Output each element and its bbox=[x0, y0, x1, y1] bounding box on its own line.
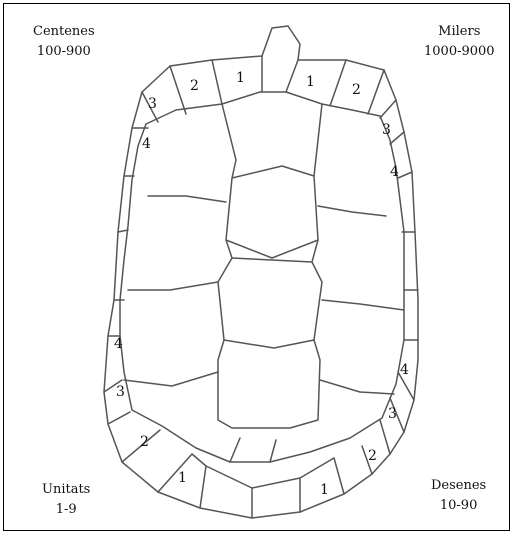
posterior-marginal-band bbox=[192, 454, 334, 488]
desenes-number-4: 4 bbox=[400, 362, 409, 378]
centenes-number-4: 4 bbox=[142, 136, 151, 152]
costal-dividers-right bbox=[318, 206, 404, 394]
nuchal-scute bbox=[262, 56, 298, 92]
centenes-number-3: 3 bbox=[148, 96, 157, 112]
desenes-number-1: 1 bbox=[320, 482, 329, 498]
centenes-number-1: 1 bbox=[236, 70, 245, 86]
unitats-number-2: 2 bbox=[140, 434, 149, 450]
unitats-number-4: 4 bbox=[114, 336, 123, 352]
milers-number-3: 3 bbox=[382, 122, 391, 138]
marginal-dividers-lower bbox=[104, 372, 414, 518]
costal-dividers-left bbox=[124, 196, 226, 386]
desenes-number-2: 2 bbox=[368, 448, 377, 464]
desenes-number-3: 3 bbox=[388, 406, 397, 422]
pygal-division bbox=[230, 438, 276, 462]
marginal-ring-inner bbox=[120, 92, 404, 462]
marginal-dividers-upper-right bbox=[330, 60, 418, 340]
unitats-number-1: 1 bbox=[178, 470, 187, 486]
milers-number-2: 2 bbox=[352, 82, 361, 98]
marginal-dividers-upper-left bbox=[108, 60, 222, 336]
centenes-number-2: 2 bbox=[190, 78, 199, 94]
milers-number-1: 1 bbox=[306, 74, 315, 90]
vertebral-scutes bbox=[218, 104, 322, 428]
milers-number-4: 4 bbox=[390, 164, 399, 180]
unitats-number-3: 3 bbox=[116, 384, 125, 400]
